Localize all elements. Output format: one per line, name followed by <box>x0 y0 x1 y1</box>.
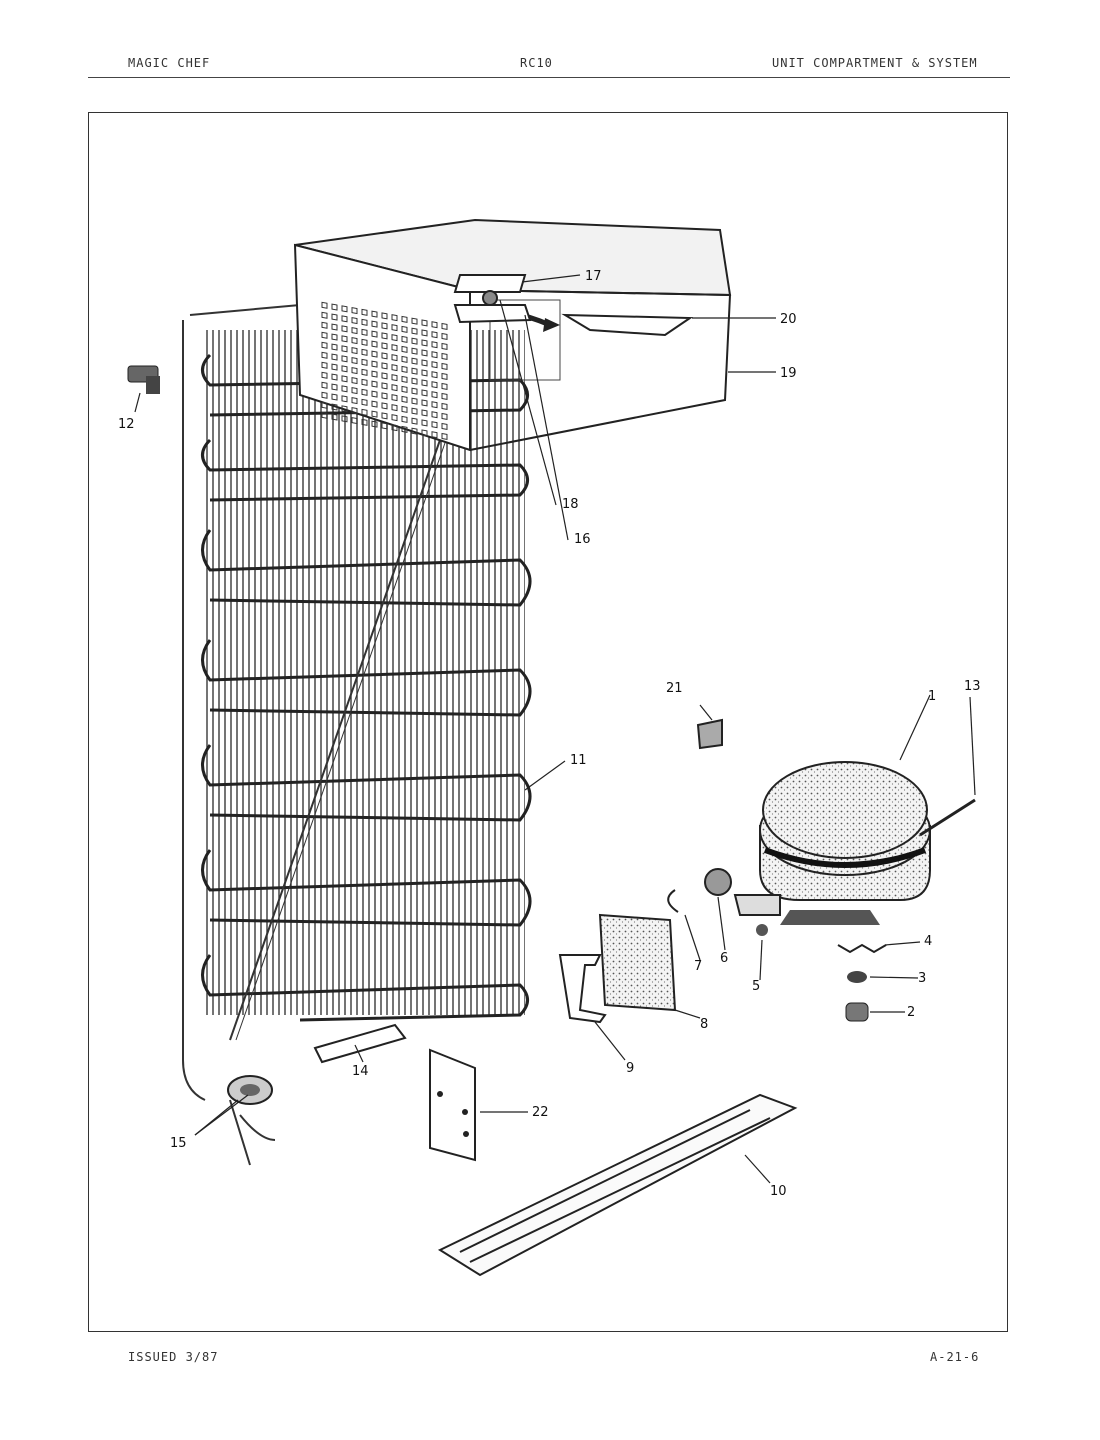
callout-2: 2 <box>907 1005 915 1020</box>
callout-14: 14 <box>352 1064 369 1079</box>
callout-19: 19 <box>780 366 797 381</box>
callout-20: 20 <box>780 312 797 327</box>
brand-label: MAGIC CHEF <box>128 56 211 70</box>
mounting-bracket <box>696 718 723 750</box>
callout-22: 22 <box>532 1105 549 1120</box>
callout-18: 18 <box>562 497 579 512</box>
callout-leaders <box>134 274 976 1184</box>
callout-5: 5 <box>752 979 760 994</box>
start-capacitor-bracket <box>558 913 677 1024</box>
diagram-frame <box>88 112 1008 1332</box>
callout-8: 8 <box>700 1017 708 1032</box>
callout-12: 12 <box>118 417 135 432</box>
model-label: RC10 <box>520 56 553 70</box>
page-code: A-21-6 <box>930 1350 980 1364</box>
callout-6: 6 <box>720 951 728 966</box>
drain-tray <box>561 313 694 337</box>
callout-13: 13 <box>964 679 981 694</box>
callout-4: 4 <box>924 934 932 949</box>
base-rail <box>437 1093 798 1277</box>
tubing-fittings <box>227 1075 276 1166</box>
callout-16: 16 <box>574 532 591 547</box>
callout-3: 3 <box>918 971 926 986</box>
issued-date: ISSUED 3/87 <box>128 1350 219 1364</box>
clip-part <box>127 365 160 394</box>
relay-overload <box>667 868 781 936</box>
compressor <box>759 761 976 925</box>
section-title: UNIT COMPARTMENT & SYSTEM <box>772 56 978 70</box>
header-rule <box>88 77 1010 78</box>
mounting-plate <box>429 1048 476 1162</box>
callout-labels: 20 19 17 18 16 12 11 21 1 13 4 3 2 7 6 5… <box>118 269 981 1199</box>
callout-9: 9 <box>626 1061 634 1076</box>
condenser-coil <box>182 304 532 1101</box>
unit-compartment-housing <box>293 218 732 452</box>
grommet-washer-clip <box>837 943 887 1022</box>
callout-10: 10 <box>770 1184 787 1199</box>
callout-21: 21 <box>666 681 683 696</box>
callout-7: 7 <box>694 959 702 974</box>
callout-17: 17 <box>585 269 602 284</box>
callout-11: 11 <box>570 753 587 768</box>
callout-1: 1 <box>928 689 936 704</box>
callout-15: 15 <box>170 1136 187 1151</box>
filter-dryer <box>313 1023 407 1064</box>
